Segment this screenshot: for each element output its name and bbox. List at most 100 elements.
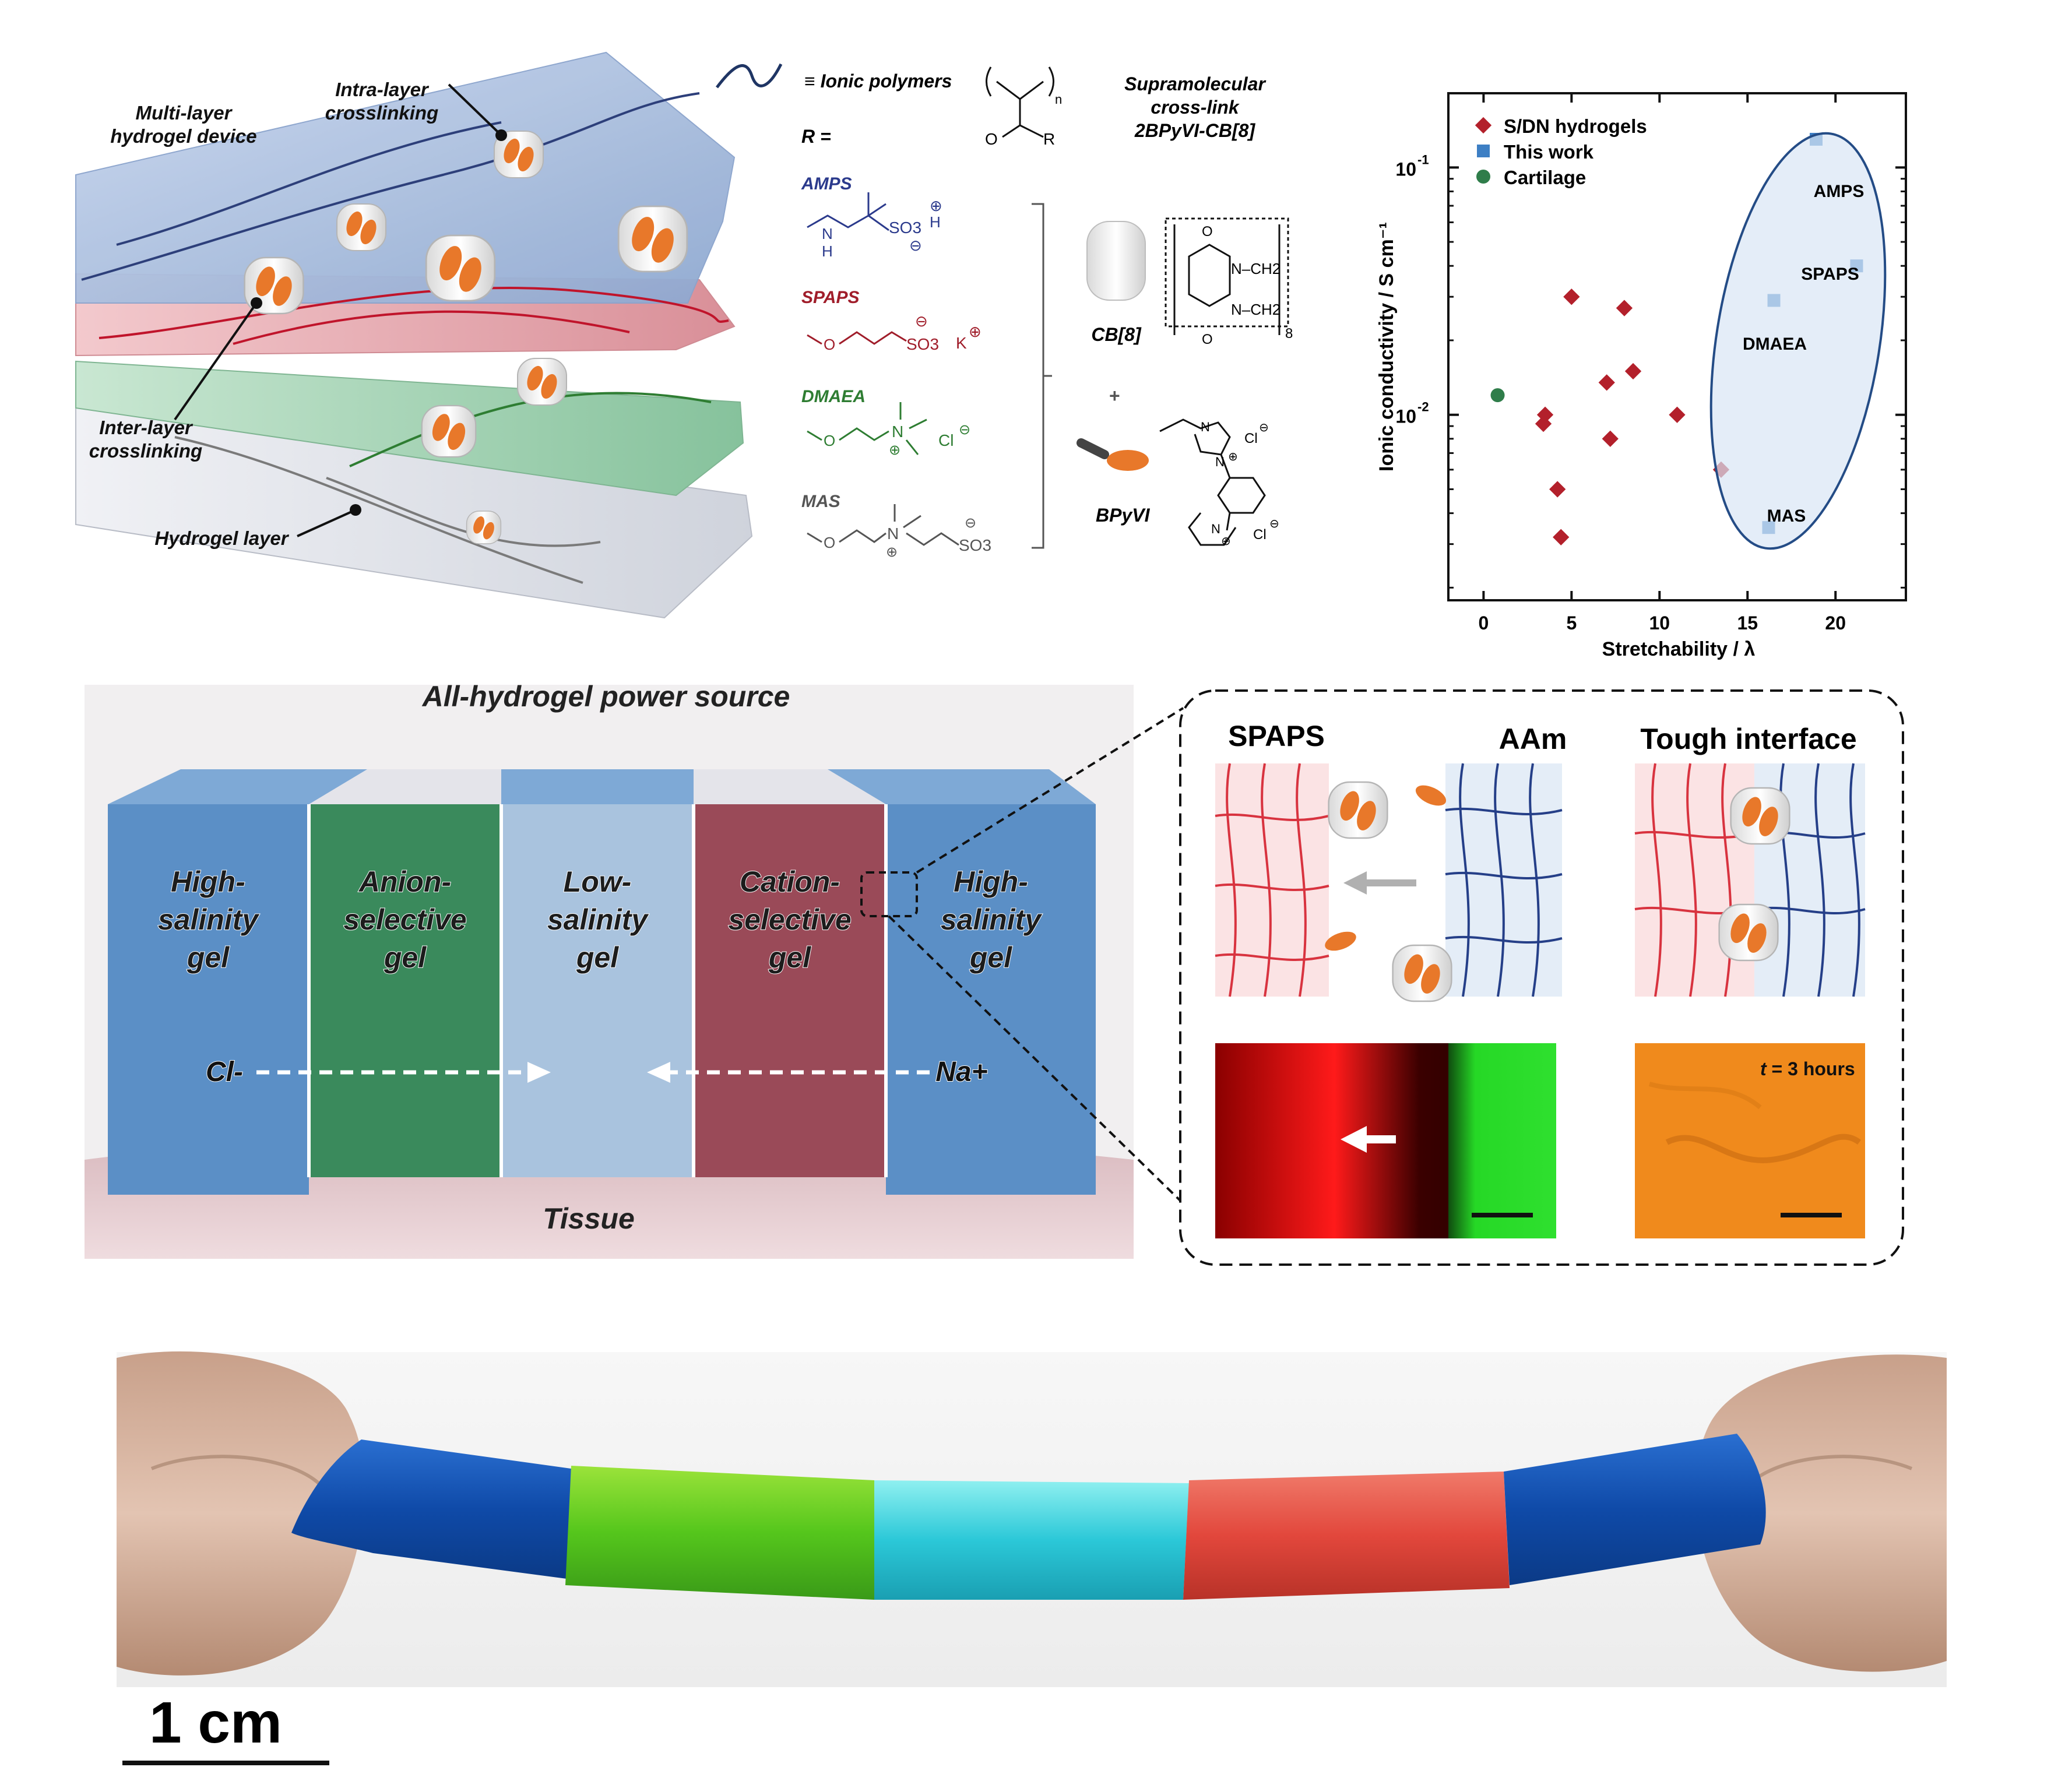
bpyvi-plus-1: ⊕ (1228, 450, 1238, 463)
polymer-backbone-icon (996, 80, 1044, 138)
bpyvi-minus-2: ⊖ (1269, 518, 1279, 530)
na-ion-label: Na+ (935, 1057, 987, 1087)
tough-cb-1 (1730, 787, 1790, 845)
bpyvi-tail-icon (1077, 438, 1109, 459)
legend-label-sdn: S/DN hydrogels (1504, 115, 1647, 137)
dmaea-n: N (892, 423, 903, 441)
gel2-line1: Anion- (358, 865, 451, 898)
bpyvi-plus-2: ⊕ (1221, 535, 1231, 548)
intra-callout-dot (495, 129, 507, 141)
gel2-line3: gel (384, 941, 427, 974)
bpyvi-n-3: N (1211, 522, 1220, 536)
tissue-texture-2 (1648, 1082, 1762, 1110)
y-tick-label-0: 10 (1395, 159, 1416, 179)
cb8-subscript: 8 (1285, 326, 1293, 342)
plus-sign: + (1109, 385, 1120, 406)
amps-minus-charge: ⊖ (909, 237, 922, 254)
data-point-diamond-2 (1624, 362, 1642, 380)
supra-label-2: cross-link (1151, 97, 1240, 118)
time-label-t: t (1760, 1058, 1767, 1079)
spaps-k: K (956, 334, 967, 352)
mas-minus-charge: ⊖ (965, 515, 976, 531)
x-tick-label-1: 5 (1566, 613, 1577, 633)
cb8-dashed-box (1165, 217, 1289, 328)
mas-n: N (887, 525, 899, 543)
r-equals-label: R = (801, 126, 831, 147)
gel5-line3: gel (969, 941, 1012, 974)
monomer-bracket (1032, 203, 1052, 549)
cb-crosslink-7 (421, 404, 477, 458)
dmaea-cl: Cl (938, 431, 954, 449)
photo-stretched-device: 1 cm (117, 1351, 1947, 1765)
layer-callout-dot (350, 504, 361, 516)
cb8-structure (1173, 224, 1281, 335)
gel4-line2: selective (728, 903, 851, 936)
label-multilayer-1: Multi-layer (135, 102, 233, 124)
backbone-r: R (1043, 130, 1055, 148)
label-multilayer-2: hydrogel device (110, 125, 256, 147)
chemistry-panel: ≡ Ionic polymers n O R R = Supramolecula… (716, 63, 1293, 560)
x-tick-label-4: 20 (1825, 613, 1846, 633)
photo-scale-label: 1 cm (149, 1690, 282, 1755)
inter-callout-dot (251, 297, 262, 309)
migration-arrowhead-icon (1341, 1126, 1367, 1153)
power-source-title: All-hydrogel power source (421, 680, 790, 713)
amps-h: H (822, 242, 833, 260)
chart-legend: S/DN hydrogels This work Cartilage (1475, 115, 1647, 188)
ionic-polymer-squiggle-icon (716, 63, 783, 89)
ionic-polymers-label: ≡ Ionic polymers (804, 71, 952, 91)
grey-polymer-chain-2 (326, 477, 601, 547)
gel5-line1: High- (954, 865, 1028, 898)
data-point-circle-0 (1490, 388, 1505, 403)
free-guest-2 (1325, 931, 1356, 951)
gel-anion-selective (309, 804, 501, 1177)
x-tick-label-3: 15 (1737, 613, 1758, 633)
cb8-o-top: O (1202, 224, 1213, 240)
data-point-diamond-10 (1553, 529, 1570, 545)
monomer-mas-name: MAS (801, 492, 840, 511)
mas-structure (807, 504, 959, 546)
grey-polymer-chain (174, 436, 583, 584)
gel2-line2: selective (343, 903, 466, 936)
label-inter-1: Inter-layer (99, 417, 194, 438)
bpyvi-cl-1: Cl (1244, 431, 1258, 446)
diffusion-arrowhead-icon (1343, 871, 1367, 895)
supra-label-3: 2BPyVI-CB[8] (1134, 120, 1256, 141)
dmaea-structure (807, 402, 927, 455)
amps-plus-charge: ⊕ (930, 197, 942, 214)
gel3-line3: gel (576, 941, 619, 974)
cb8-nch2-bottom: N–CH2 (1231, 301, 1281, 318)
gel3-line1: Low- (564, 865, 632, 898)
red-polymer-chain-2 (233, 310, 630, 345)
label-hydrogel-layer: Hydrogel layer (154, 527, 289, 549)
block-top-face (108, 769, 1096, 804)
zoom-line-bottom (888, 915, 1184, 1205)
monomer-dmaea-name: DMAEA (801, 387, 866, 406)
panel-b-power-source: All-hydrogel power source Tissue High- s… (85, 680, 1184, 1259)
strip-segment-blue-left (291, 1439, 571, 1579)
data-point-diamond-3 (1598, 374, 1615, 391)
blue-hydrogel-sheet (75, 51, 736, 304)
free-guest-1 (1415, 785, 1447, 806)
annot-mas: MAS (1767, 506, 1806, 526)
cb8-label: CB[8] (1091, 324, 1142, 345)
amps-n: N (822, 225, 833, 242)
chart-x-label: Stretchability / λ (1602, 638, 1756, 660)
dmaea-minus-charge: ⊖ (959, 422, 970, 438)
tissue-label: Tissue (543, 1202, 635, 1235)
strip-segment-cyan (874, 1480, 1189, 1600)
x-tick-label-0: 0 (1478, 613, 1489, 633)
cl-ion-label: Cl- (206, 1057, 243, 1087)
mas-so3: SO3 (959, 536, 991, 554)
label-spaps: SPAPS (1228, 720, 1325, 752)
fluorescence-green-region (1448, 1043, 1556, 1238)
mas-o: O (824, 534, 835, 551)
time-label-rest: = 3 hours (1767, 1058, 1855, 1079)
label-tough-interface: Tough interface (1640, 723, 1856, 755)
cb8-o-bottom: O (1202, 332, 1213, 347)
data-point-diamond-9 (1549, 481, 1566, 498)
monomer-amps-name: AMPS (801, 174, 852, 193)
red-polymer-chain (99, 286, 729, 339)
